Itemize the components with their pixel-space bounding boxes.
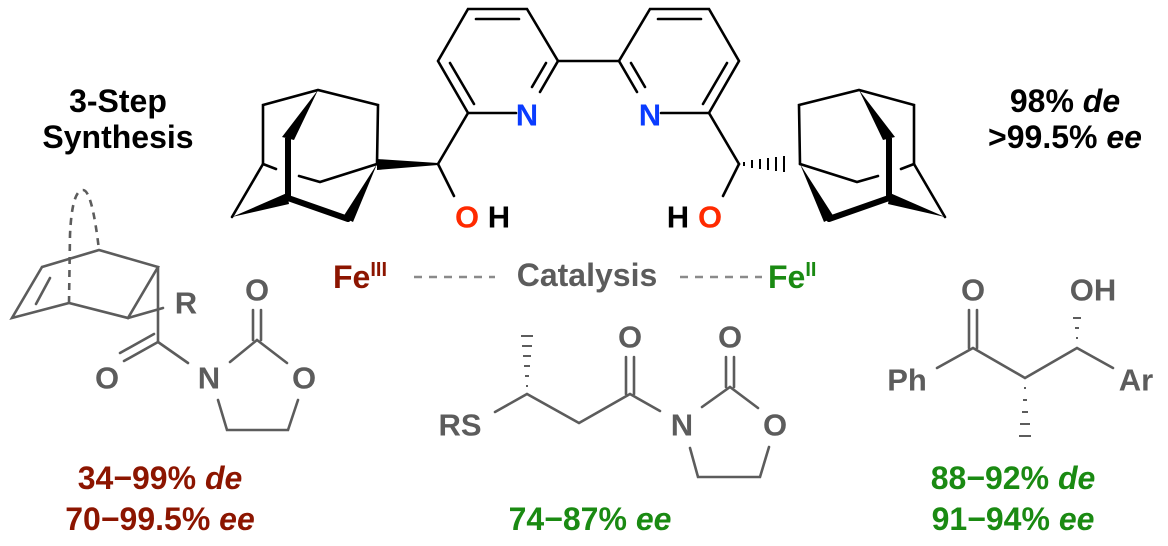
ligand-ee: >99.5% ee	[988, 119, 1142, 155]
fe3-label: FeIII	[333, 259, 387, 295]
synthesis-line2: Synthesis	[42, 119, 193, 155]
ring-oxygen: O	[763, 408, 787, 443]
diels-alder-ee: 70−99.5% ee	[65, 501, 255, 537]
hashed-bond	[521, 335, 533, 387]
aryl-group: Ar	[1119, 363, 1153, 398]
bipyridine-ligand: N N O H H O	[230, 7, 945, 235]
catalysis-label: Catalysis	[517, 257, 658, 293]
hydroxyl-right-o: O	[698, 200, 722, 235]
phenyl-group: Ph	[887, 363, 927, 398]
ketone-oxygen: O	[961, 273, 985, 308]
product-aldol: Ph O OH Ar 88−92% de 91−94% ee	[887, 273, 1153, 538]
ligand-selectivity: 98% de >99.5% ee	[988, 83, 1142, 155]
hydroxyl-right-h: H	[667, 200, 689, 235]
hydroxyl-left-o: O	[455, 200, 479, 235]
acyl-oxygen: O	[95, 361, 119, 396]
r-group: R	[175, 286, 197, 321]
nitrogen-left: N	[516, 98, 538, 133]
thioether-rs: RS	[438, 408, 481, 443]
ligand-left-half	[230, 7, 560, 222]
acyl-oxygen: O	[618, 320, 642, 355]
hashed-bond	[1019, 317, 1081, 437]
oxazolidinone-nitrogen: N	[671, 408, 693, 443]
wedge-bond	[377, 159, 438, 170]
carbonyl-oxygen: O	[245, 273, 269, 308]
thia-michael-ee: 74−87% ee	[509, 501, 672, 537]
nitrogen-right: N	[639, 98, 661, 133]
oxazolidinone-nitrogen: N	[198, 361, 220, 396]
hashed-bond	[743, 156, 785, 172]
carbonyl-oxygen: O	[718, 320, 742, 355]
product-thia-michael: RS O N O O 74−87% ee	[438, 320, 787, 538]
fe2-label: FeII	[768, 259, 816, 295]
ligand-de: 98% de	[1010, 83, 1120, 119]
catalysis-row: FeIII Catalysis FeII	[333, 257, 816, 295]
aldol-de: 88−92% de	[931, 460, 1096, 496]
adamantyl-group	[230, 88, 380, 222]
synthesis-label: 3-Step Synthesis	[42, 83, 193, 155]
diels-alder-de: 34−99% de	[78, 460, 243, 496]
product-diels-alder: R O N O O 34−99% de 70−99.5% ee	[9, 188, 316, 537]
hydroxyl-left-h: H	[488, 200, 510, 235]
ring-oxygen: O	[292, 361, 316, 396]
aldol-ee: 91−94% ee	[932, 501, 1095, 537]
hydroxyl-group: OH	[1070, 273, 1117, 308]
synthesis-line1: 3-Step	[69, 83, 167, 119]
